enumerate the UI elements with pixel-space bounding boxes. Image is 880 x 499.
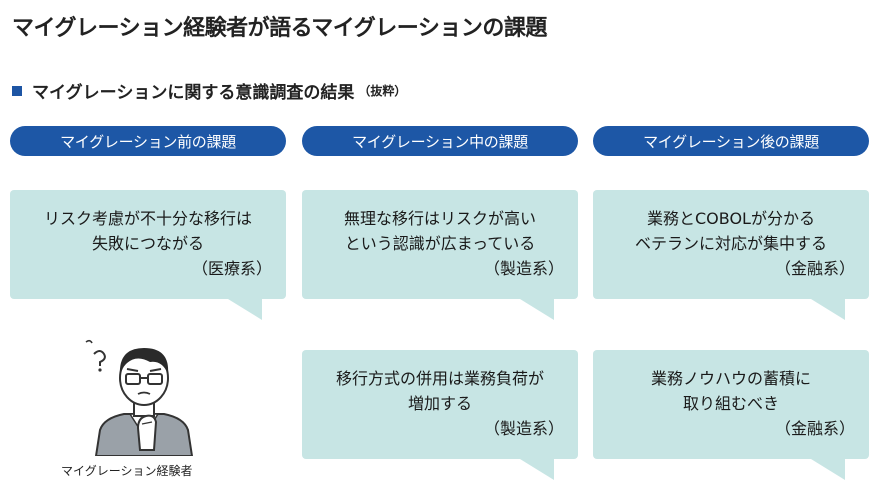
card-line: リスク考慮が不十分な移行は	[43, 209, 252, 228]
card-before-1: リスク考慮が不十分な移行は 失敗につながる （医療系）	[10, 190, 286, 320]
card-line: 業務ノウハウの蓄積に	[650, 369, 811, 388]
card-industry-tag: （金融系）	[774, 419, 855, 438]
card-industry-tag: （製造系）	[483, 259, 564, 278]
square-bullet-icon	[12, 85, 22, 96]
speech-tail	[811, 299, 845, 320]
card-line: 増加する	[407, 394, 472, 413]
worried-businessman-icon	[85, 339, 194, 456]
card-industry-tag: （製造系）	[483, 419, 564, 438]
card-line: 移行方式の併用は業務負荷が	[335, 369, 544, 388]
card-industry-tag: （医療系）	[191, 259, 272, 278]
subtitle-note: （抜粋）	[358, 84, 407, 98]
card-line: 取り組むべき	[682, 394, 779, 413]
speech-tail	[811, 459, 845, 480]
section-subtitle: マイグレーションに関する意識調査の結果 （抜粋）	[12, 78, 406, 103]
speech-tail	[520, 299, 554, 320]
header-during: マイグレーション中の課題	[302, 126, 578, 156]
card-after-2: 業務ノウハウの蓄積に 取り組むべき （金融系）	[593, 350, 869, 480]
card-line: という認識が広まっている	[344, 234, 536, 253]
card-line: 失敗につながる	[91, 234, 204, 253]
card-line: 無理な移行はリスクが高い	[343, 209, 536, 228]
person-label: マイグレーション経験者	[61, 464, 193, 478]
card-during-1: 無理な移行はリスクが高い という認識が広まっている （製造系）	[302, 190, 578, 320]
card-industry-tag: （金融系）	[774, 259, 855, 278]
subtitle-text: マイグレーションに関する意識調査の結果	[32, 83, 355, 103]
card-line: 業務とCOBOLが分かる	[647, 209, 815, 228]
speech-tail	[228, 299, 262, 320]
header-after: マイグレーション後の課題	[593, 126, 869, 156]
header-before: マイグレーション前の課題	[10, 126, 286, 156]
card-line: ベテランに対応が集中する	[634, 234, 827, 253]
speech-tail	[520, 459, 554, 480]
card-during-2: 移行方式の併用は業務負荷が 増加する （製造系）	[302, 350, 578, 480]
page-title: マイグレーション経験者が語るマイグレーションの課題	[12, 16, 547, 41]
card-after-1: 業務とCOBOLが分かる ベテランに対応が集中する （金融系）	[593, 190, 869, 320]
